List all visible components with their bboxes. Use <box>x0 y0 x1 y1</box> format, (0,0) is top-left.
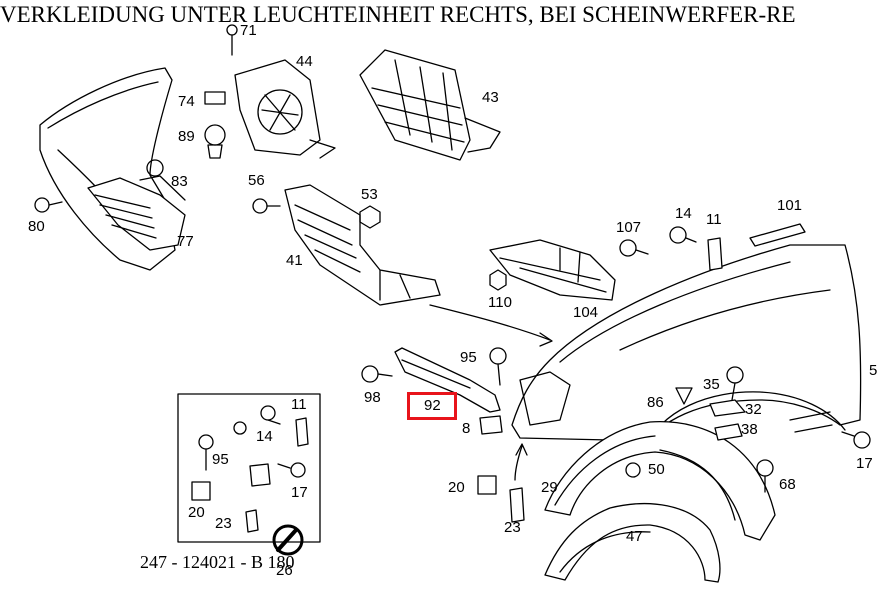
front-bumper-drawing <box>39 67 186 271</box>
callout-44: 44 <box>296 53 313 70</box>
callout-98: 98 <box>364 389 381 406</box>
callout-47: 47 <box>626 528 643 545</box>
callout-50: 50 <box>648 461 665 478</box>
callout-20: 20 <box>448 479 465 496</box>
part-41-drawing <box>284 184 441 306</box>
callout-56: 56 <box>248 172 265 189</box>
callout-95: 95 <box>460 349 477 366</box>
callout-89: 89 <box>178 128 195 145</box>
small-parts-drawing <box>479 223 806 523</box>
callout-92: 92 <box>424 397 441 414</box>
callout-83: 83 <box>171 173 188 190</box>
inset-callout-14: 14 <box>256 428 273 445</box>
callout-41: 41 <box>286 252 303 269</box>
part-92-drawing <box>394 347 501 413</box>
callout-38: 38 <box>741 421 758 438</box>
wrench-icon <box>272 524 304 556</box>
callout-35: 35 <box>703 376 720 393</box>
callout-68: 68 <box>779 476 796 493</box>
callout-11: 11 <box>706 211 722 228</box>
callout-32: 32 <box>745 401 762 418</box>
part-43-drawing <box>359 49 501 161</box>
callout-104: 104 <box>573 304 599 321</box>
fasteners-drawing <box>34 24 871 495</box>
inset-callout-11: 11 <box>291 396 307 413</box>
callout-23: 23 <box>504 519 521 536</box>
callout-74: 74 <box>178 93 195 110</box>
inset-box <box>177 393 321 543</box>
wheel-arch-liner-drawing <box>544 421 776 583</box>
callout-80: 80 <box>28 218 45 235</box>
inset-callout-23: 23 <box>215 515 232 532</box>
part-104-drawing <box>489 239 616 301</box>
callout-53: 53 <box>361 186 378 203</box>
inset-callout-95: 95 <box>212 451 229 468</box>
callout-107: 107 <box>616 219 642 236</box>
inset-callout-20: 20 <box>188 504 205 521</box>
callout-29: 29 <box>541 479 558 496</box>
inset-callout-17: 17 <box>291 484 308 501</box>
callout-71: 71 <box>240 22 257 39</box>
diagram-reference-number: 247 - 124021 - B 180 <box>140 552 295 572</box>
callout-110: 110 <box>488 294 512 311</box>
callout-77: 77 <box>177 233 194 250</box>
leader-arrows <box>429 304 553 481</box>
callout-8: 8 <box>462 420 471 437</box>
diagram-title: VERKLEIDUNG UNTER LEUCHTEINHEIT RECHTS, … <box>0 2 796 27</box>
callout-17: 17 <box>856 455 873 472</box>
highlight-box-92 <box>407 392 457 420</box>
part-44-drawing <box>234 59 336 159</box>
callout-43: 43 <box>482 89 499 106</box>
callout-86: 86 <box>647 394 664 411</box>
inset-callout-26: 26 <box>276 562 293 579</box>
callout-5: 5 <box>869 362 878 379</box>
callout-14: 14 <box>675 205 692 222</box>
callout-101: 101 <box>777 197 803 214</box>
